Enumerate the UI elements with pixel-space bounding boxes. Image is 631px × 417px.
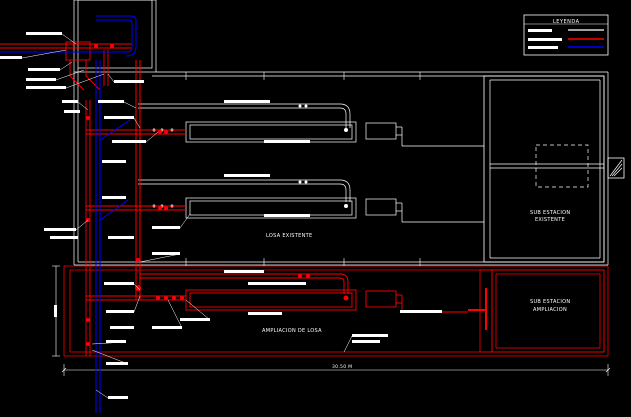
supply-line xyxy=(0,15,137,413)
slab-extension xyxy=(63,265,609,357)
extension-substation-label-line2: AMPLIACION xyxy=(533,307,567,313)
legend-box xyxy=(523,14,609,56)
leader-lines xyxy=(21,33,353,399)
existing-substation-label-line2: EXISTENTE xyxy=(534,217,566,223)
existing-substation-label-line1: SUB ESTACION xyxy=(530,210,571,216)
existing-piping-2 xyxy=(138,179,484,223)
existing-slab-label: LOSA EXISTENTE xyxy=(266,233,313,239)
existing-piping-1 xyxy=(138,103,484,147)
extension-substation-label-line1: SUB ESTACION xyxy=(530,299,571,305)
label-bars xyxy=(0,32,442,399)
overall-width-dimension: 30.50 M xyxy=(332,365,353,370)
slab-extension-label: AMPLIACION DE LOSA xyxy=(262,328,322,334)
new-fittings xyxy=(86,44,349,346)
existing-fittings xyxy=(152,104,348,208)
legend-title: LEYENDA xyxy=(553,19,580,25)
existing-slab xyxy=(74,71,625,266)
boundary-ticks xyxy=(185,72,421,266)
